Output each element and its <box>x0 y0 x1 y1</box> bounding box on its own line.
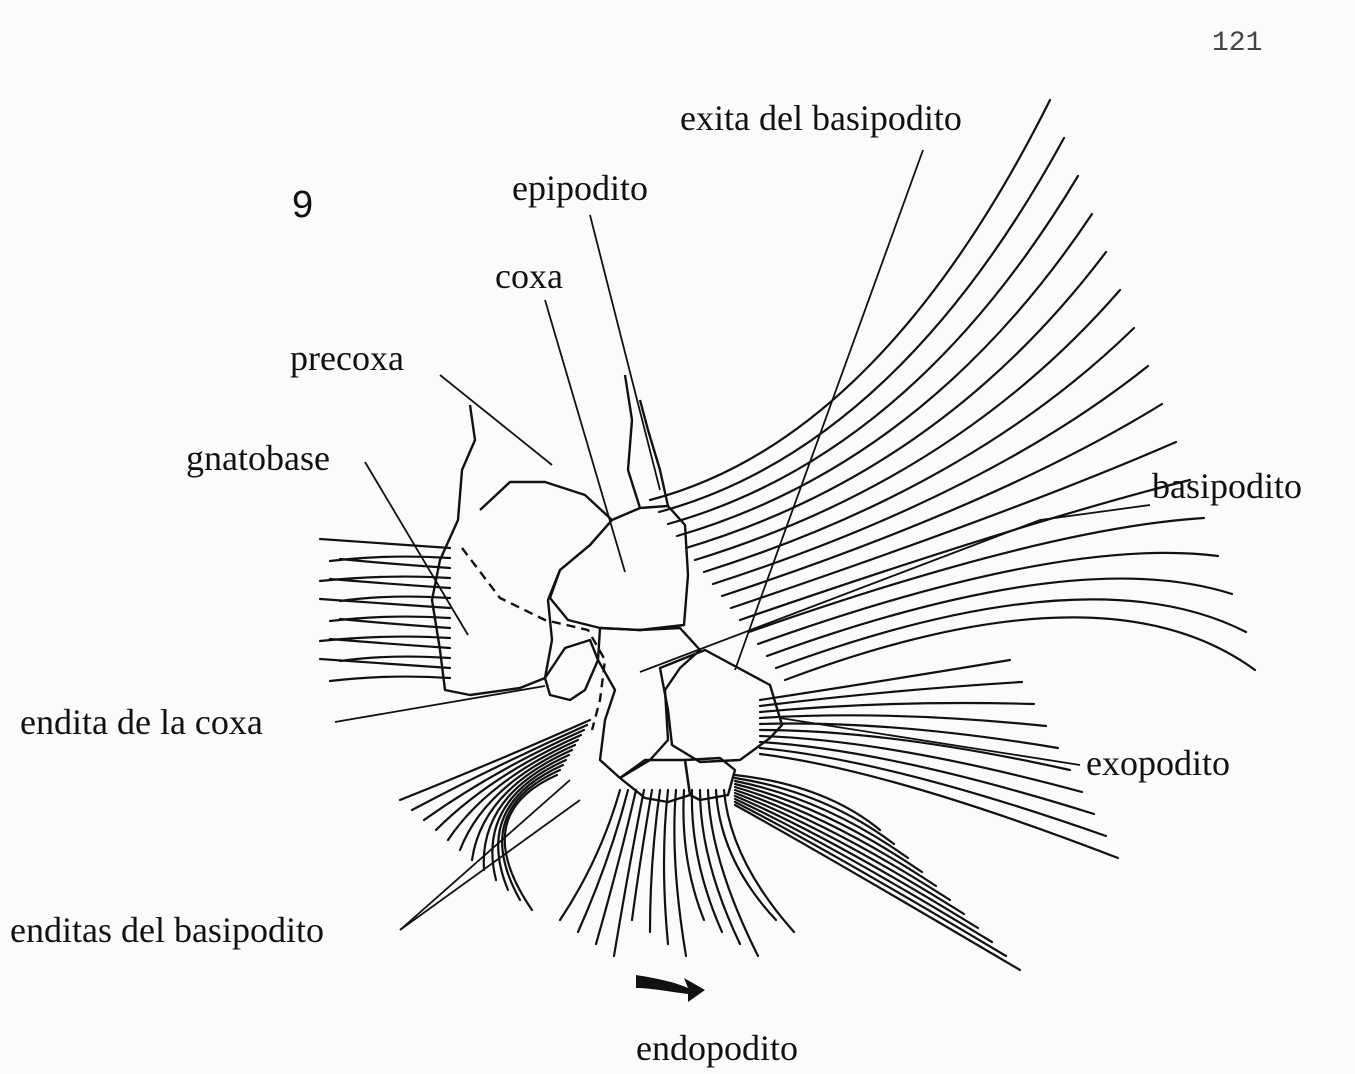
seta-upper <box>659 138 1064 512</box>
label-endopodito: endopodito <box>636 1030 798 1066</box>
leader-precoxa <box>440 375 552 465</box>
seta-gnatobase <box>320 539 450 548</box>
leader-epipodito <box>590 215 660 490</box>
epipodito-outline <box>625 375 668 508</box>
seta-gnatobase <box>320 599 450 608</box>
seta-upper <box>758 553 1218 644</box>
seta-enditas <box>412 725 587 810</box>
leader-lines <box>335 150 1150 930</box>
label-exopodito: exopodito <box>1086 745 1230 781</box>
endita-coxa-outline <box>545 640 598 700</box>
seta-lower <box>700 790 740 944</box>
endopodito-arrow <box>636 975 705 1002</box>
basipodito-outline <box>598 628 700 778</box>
label-precoxa: precoxa <box>290 340 404 376</box>
page-number: 121 <box>1212 30 1262 58</box>
seta-exopodito <box>760 660 1010 700</box>
leader-gnatobase <box>365 462 468 635</box>
leader-exita <box>735 150 923 670</box>
seta-gnatobase <box>330 579 450 588</box>
setae-group <box>320 100 1255 970</box>
seta-lower <box>578 790 628 932</box>
seta-endopodito <box>735 802 1006 956</box>
seta-upper <box>677 214 1092 536</box>
label-basipodito: basipodito <box>1152 468 1302 504</box>
leader-basipodito <box>640 505 1150 672</box>
label-epipodito: epipodito <box>512 170 648 206</box>
seta-exopodito <box>760 703 1034 712</box>
seta-lower <box>664 790 668 944</box>
seta-upper <box>695 290 1120 560</box>
dashed-boundary <box>462 548 605 730</box>
seta-gnatobase <box>320 659 450 668</box>
leader-endita-coxa <box>335 686 545 722</box>
seta-exopodito <box>760 730 1070 770</box>
seta-upper <box>668 176 1078 524</box>
seta-lower <box>560 790 620 920</box>
leader-coxa <box>545 300 625 572</box>
seta-exopodito <box>760 724 1058 749</box>
seta-gnatobase <box>340 619 450 628</box>
seta-gnatobase <box>340 559 450 568</box>
label-coxa: coxa <box>495 258 563 294</box>
seta-endopodito <box>735 799 992 942</box>
leader-enditas-2 <box>400 800 580 930</box>
figure-number: 9 <box>292 186 313 224</box>
seta-gnatobase <box>330 677 450 681</box>
seta-lower <box>632 790 652 920</box>
label-exita-del-basipodito: exita del basipodito <box>680 100 962 136</box>
seta-upper <box>650 100 1050 500</box>
seta-lower <box>650 790 660 932</box>
seta-enditas <box>505 775 557 910</box>
seta-upper <box>722 404 1162 596</box>
seta-gnatobase <box>330 639 450 648</box>
seta-gnatobase <box>340 657 450 661</box>
label-enditas-del-basipodito: enditas del basipodito <box>10 912 324 948</box>
endopodito-segment-1 <box>620 760 690 802</box>
label-endita-de-la-coxa: endita de la coxa <box>20 704 263 740</box>
label-gnatobase: gnatobase <box>186 440 330 476</box>
seta-endopodito <box>735 805 1020 970</box>
limb-segments <box>432 375 782 802</box>
seta-upper <box>749 518 1204 632</box>
